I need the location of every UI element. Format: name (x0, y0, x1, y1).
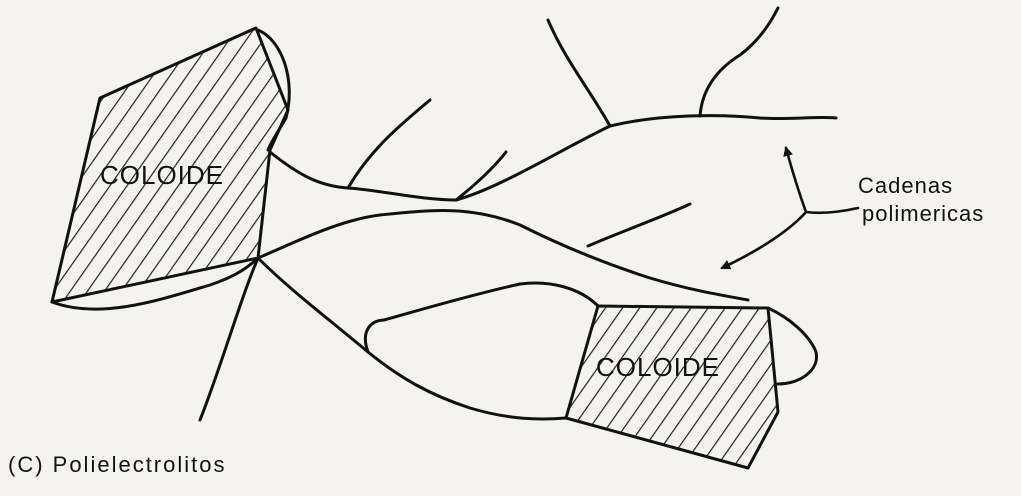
annotation-line-2: polimericas (862, 200, 984, 228)
figure-caption: (C) Polielectrolitos (8, 452, 227, 478)
annotation-arrows (722, 148, 858, 268)
polymer-chain-annotation: Cadenas polimericas (858, 172, 984, 228)
annotation-line-1: Cadenas (858, 172, 984, 200)
colloid-label-right: COLOIDE (596, 352, 720, 383)
colloid-right (566, 306, 778, 468)
colloid-label-left: COLOIDE (100, 160, 224, 191)
